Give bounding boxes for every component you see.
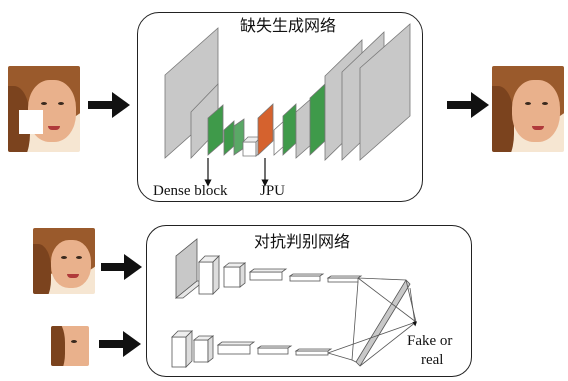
generator-to-output-arrow	[447, 92, 489, 118]
fake-or-real-label-line1: Fake or	[407, 333, 453, 349]
missing-region-mask	[19, 110, 43, 134]
discriminator-fusion-layer	[327, 277, 418, 367]
discriminator-local-patch-image	[51, 326, 89, 366]
masked-input-face-image	[8, 66, 80, 152]
completed-output-face-image	[492, 66, 564, 152]
dense-block-label: Dense block	[153, 183, 228, 199]
discriminator-global-branch	[174, 238, 363, 299]
discriminator-local-branch	[171, 330, 333, 368]
jpu-label: JPU	[260, 183, 286, 199]
generator-title: 缺失生成网络	[240, 18, 337, 35]
discriminator-network-box	[146, 225, 472, 377]
input-to-generator-arrow	[88, 92, 130, 118]
full-face-to-discriminator-arrow	[101, 254, 142, 280]
generator-layers	[164, 23, 411, 161]
fake-or-real-label-line2: real	[421, 352, 444, 368]
patch-to-discriminator-arrow	[99, 331, 141, 357]
discriminator-full-face-image	[33, 228, 95, 294]
discriminator-title: 对抗判别网络	[254, 234, 351, 251]
generator-network-box	[137, 12, 423, 202]
